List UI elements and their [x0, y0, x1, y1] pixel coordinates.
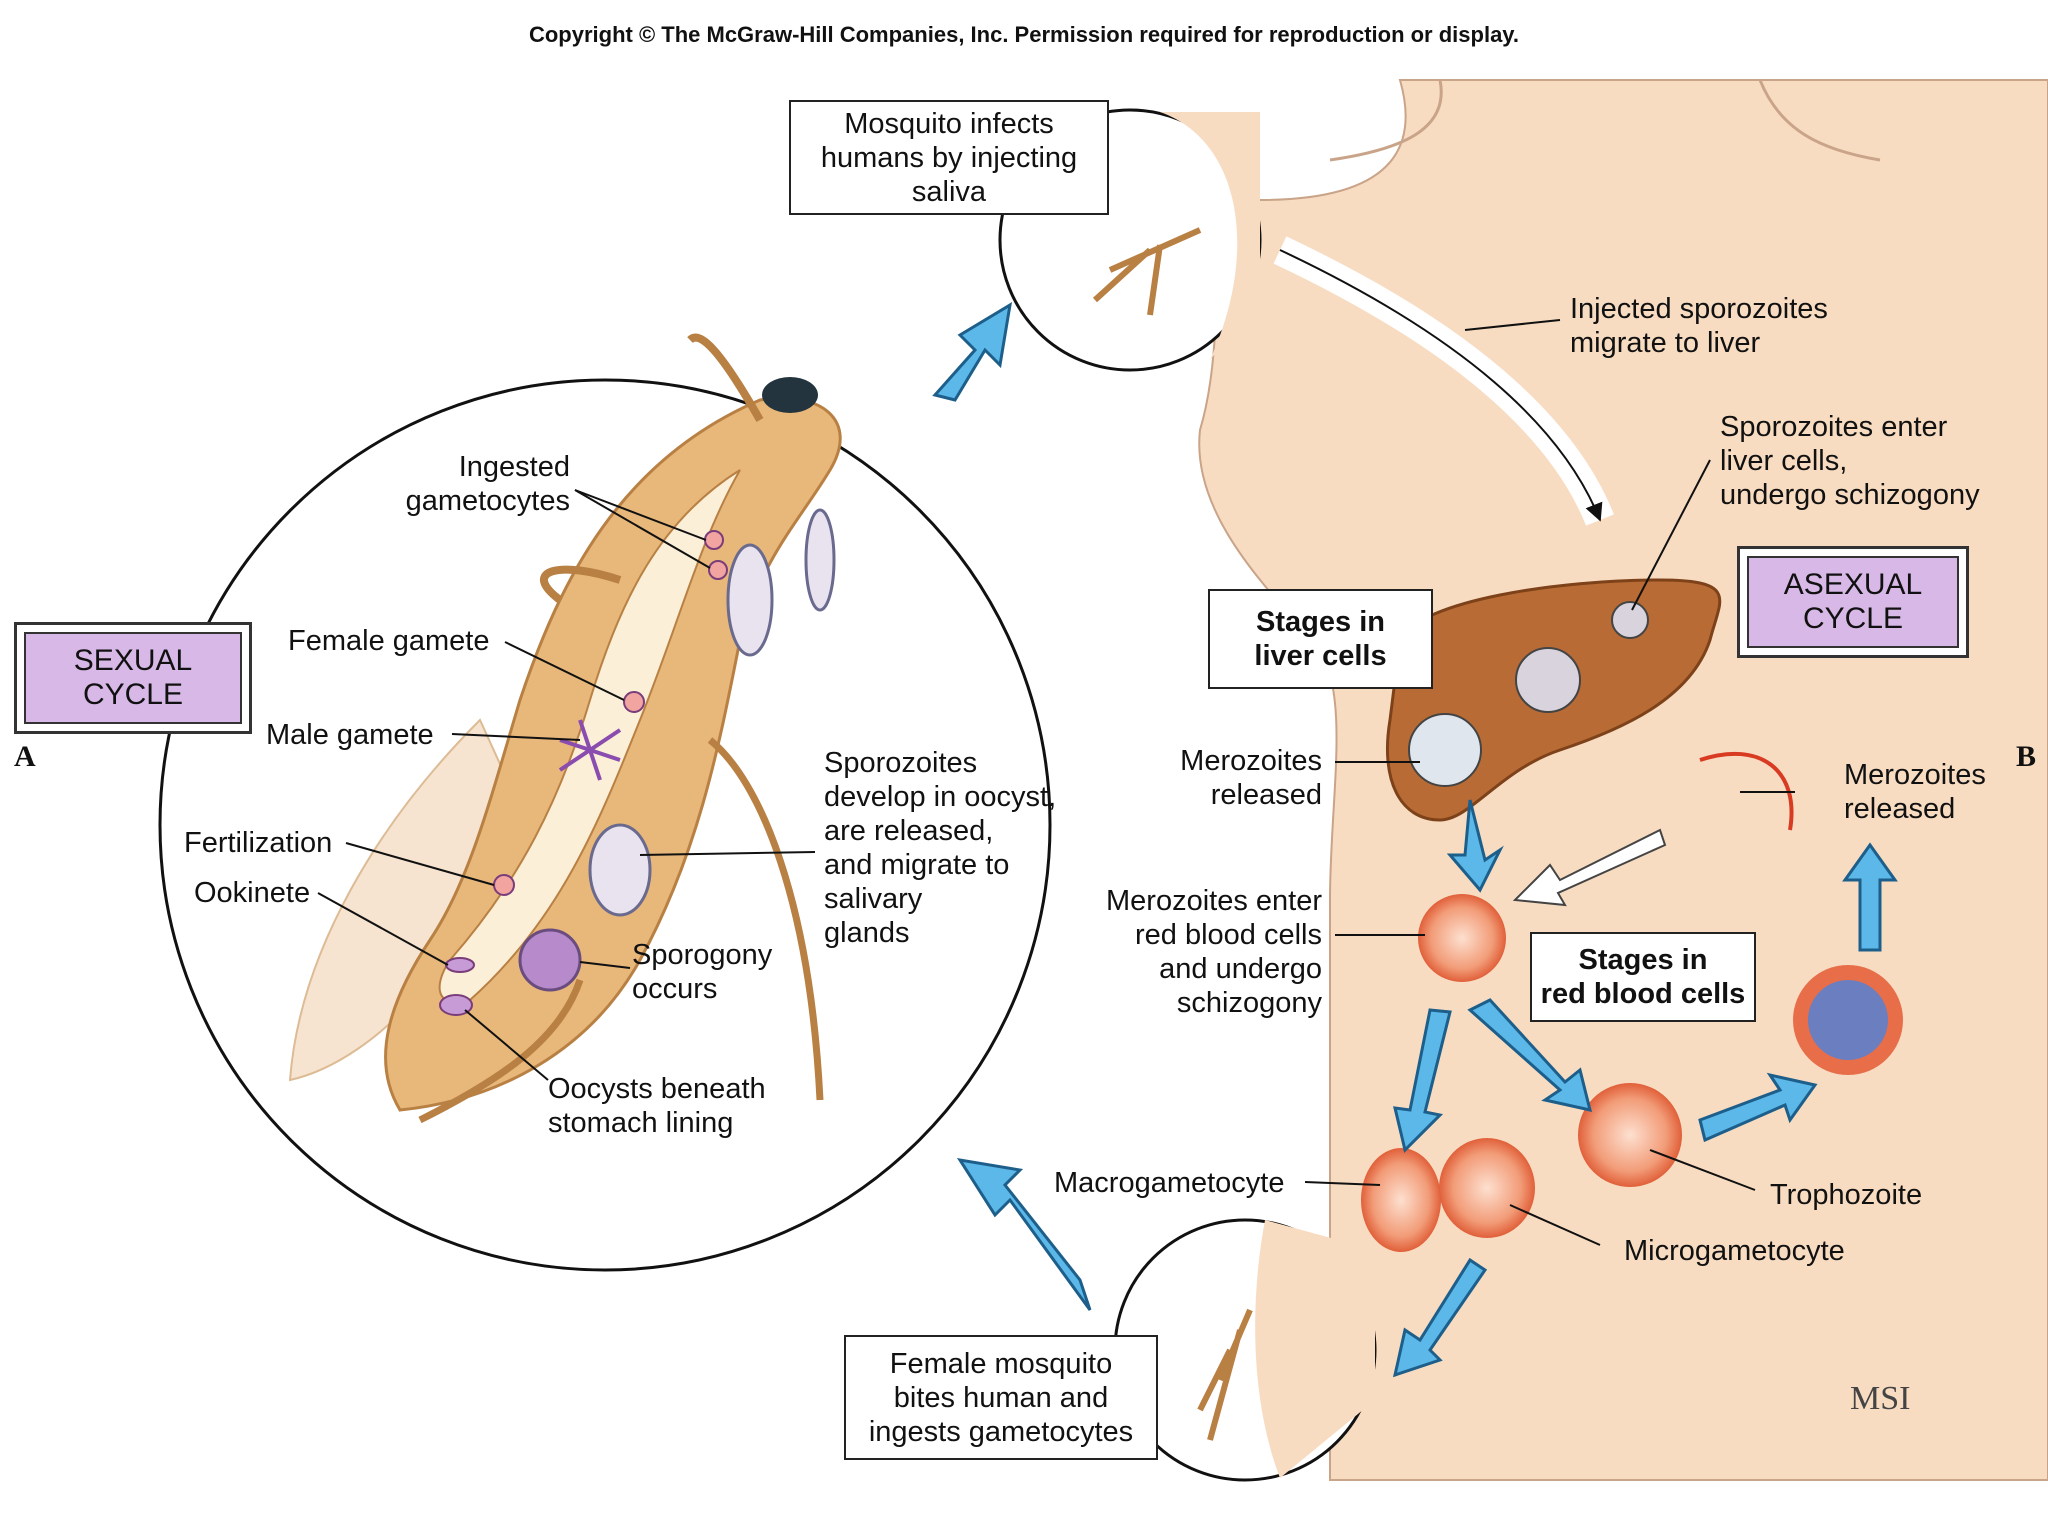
female-gamete — [623, 691, 645, 713]
asexual-cycle-text: ASEXUAL CYCLE — [1747, 556, 1959, 648]
mosquito-leg — [687, 333, 764, 422]
arrow-gametocytes-to-mosquito — [1392, 1257, 1488, 1378]
ookinete — [445, 957, 475, 973]
leader-line — [317, 892, 449, 966]
leader-line — [1649, 1149, 1756, 1191]
skin-in-top-circle — [1160, 112, 1260, 360]
label-female-gamete: Female gamete — [288, 625, 490, 657]
mosquito-gut — [438, 469, 741, 1004]
artist-signature: MSI — [1850, 1380, 1911, 1417]
arrow-to-liver-outline — [1279, 249, 1603, 522]
arrow-merozoites-reenter — [1512, 828, 1667, 907]
rbc-microgametocyte — [1439, 1138, 1535, 1238]
shoulder-line — [1329, 79, 1443, 162]
mosquito-eye — [762, 377, 818, 413]
salivary-gland — [804, 508, 836, 612]
skin-in-bottom-circle — [1255, 1220, 1375, 1478]
label-injected-sporozoites: Injected sporozoites migrate to liver — [1570, 293, 1828, 359]
leader-line — [451, 733, 581, 741]
asexual-cycle-label: ASEXUAL CYCLE — [1737, 546, 1969, 658]
leader-line — [574, 489, 707, 541]
male-gamete — [558, 719, 622, 781]
ingested-gametocyte — [708, 560, 728, 580]
leader-line — [504, 641, 625, 701]
oocyst — [439, 994, 473, 1016]
panel-letter-a: A — [14, 740, 36, 773]
label-merozoites-released-liver: Merozoites released — [1180, 745, 1322, 811]
leader-line — [579, 961, 631, 969]
schizont-merozoites — [1808, 980, 1888, 1060]
arrow-schizont-to-release — [1842, 842, 1898, 952]
label-ookinete: Ookinete — [194, 877, 311, 909]
ruptured-rbc — [1699, 751, 1794, 831]
leader-line — [639, 851, 816, 856]
rbc-trophozoite — [1578, 1083, 1682, 1187]
mosquito-infects-box: Mosquito infects humans by injecting sal… — [789, 100, 1109, 215]
arrow-to-mosquito — [956, 1157, 1092, 1311]
mosquito-leg — [707, 737, 824, 1101]
ingested-gametocyte — [704, 530, 724, 550]
label-merozoites-enter: Merozoites enter red blood cells and und… — [1106, 885, 1322, 1019]
label-male-gamete: Male gamete — [266, 719, 434, 751]
liver-cell-stage — [1611, 601, 1649, 639]
arrow-rbc-to-trophozoite — [1467, 998, 1593, 1112]
female-mosquito-box: Female mosquito bites human and ingests … — [844, 1335, 1158, 1460]
label-microgametocyte: Microgametocyte — [1624, 1235, 1845, 1267]
label-ingested-gametocytes: Ingested gametocytes — [405, 451, 570, 517]
label-trophozoite: Trophozoite — [1770, 1179, 1923, 1211]
mosquito-leg — [540, 565, 622, 604]
arrow-liver-to-rbc — [1446, 799, 1504, 893]
leader-line — [1631, 459, 1711, 611]
rbc-macrogametocyte — [1361, 1148, 1441, 1252]
copyright-notice: Copyright © The McGraw-Hill Companies, I… — [528, 22, 1520, 47]
stages-rbc-box: Stages in red blood cells — [1530, 932, 1756, 1022]
fertilization — [493, 874, 515, 896]
arrow-trophozoite-to-schizont — [1698, 1072, 1818, 1143]
arrow-rbc-to-gametocytes — [1393, 1008, 1452, 1153]
label-sporogony: Sporogony occurs — [632, 939, 773, 1005]
sexual-cycle-label: SEXUAL CYCLE — [14, 622, 252, 734]
chest-line — [1758, 79, 1881, 162]
sporogony-oocyst — [518, 928, 582, 992]
leader-line — [345, 842, 495, 886]
sporozoite-oocyst — [588, 823, 652, 917]
panel-letter-b: B — [2016, 740, 2037, 773]
liver-cell-stage — [1515, 647, 1581, 713]
liver-cell-stage — [1408, 713, 1482, 787]
sexual-cycle-text: SEXUAL CYCLE — [24, 632, 242, 724]
salivary-gland — [726, 543, 774, 657]
label-macrogametocyte: Macrogametocyte — [1054, 1167, 1285, 1199]
leader-line — [1464, 319, 1561, 331]
mosquito-top — [1092, 227, 1202, 316]
leader-line — [1304, 1181, 1381, 1186]
label-merozoites-released-rbc: Merozoites released — [1844, 759, 1986, 825]
arrow-to-human — [932, 302, 1013, 402]
leader-line — [464, 1009, 549, 1081]
label-sporozoites-develop: Sporozoites develop in oocyst, are relea… — [824, 747, 1057, 949]
mosquito-bottom — [1197, 1308, 1253, 1441]
stages-liver-box: Stages in liver cells — [1208, 589, 1433, 689]
label-sporozoites-enter: Sporozoites enter liver cells, undergo s… — [1720, 411, 1980, 511]
leader-line — [574, 489, 711, 569]
leader-line — [1509, 1204, 1601, 1246]
label-fertilization: Fertilization — [184, 827, 333, 859]
rbc-merozoite-entry — [1418, 894, 1506, 982]
label-oocysts: Oocysts beneath stomach lining — [548, 1073, 766, 1139]
